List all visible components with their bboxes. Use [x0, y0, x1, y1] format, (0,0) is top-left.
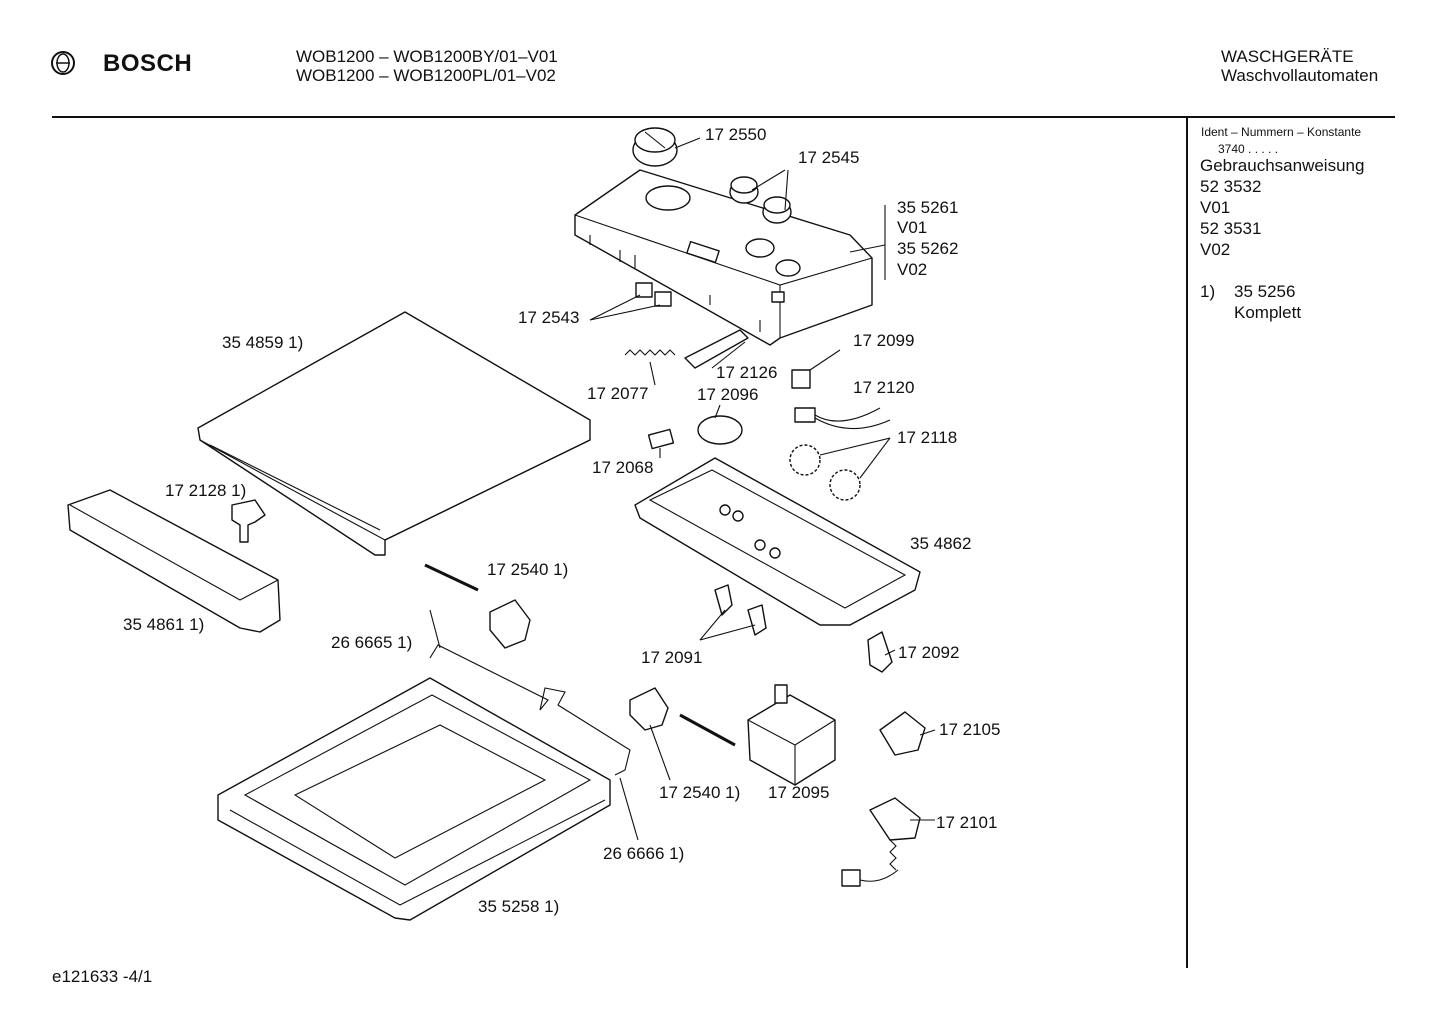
part-label: 35 5262: [897, 239, 959, 258]
footnote-marker: 1): [1200, 282, 1216, 301]
part-label: 26 6665 1): [331, 633, 413, 652]
brand-name: BOSCH: [103, 50, 193, 77]
part-label: 35 4861 1): [123, 615, 205, 634]
thermostat-part: [841, 797, 921, 887]
part-label: 35 5261: [897, 198, 959, 217]
doc2-variant: V02: [1200, 240, 1231, 259]
switch-part: [867, 631, 893, 673]
part-label: 17 2092: [898, 643, 960, 662]
doc-label: Gebrauchsanweisung: [1200, 156, 1365, 175]
doc1-number: 52 3532: [1200, 177, 1262, 196]
front-trim-part: [67, 489, 281, 633]
model-line-2: WOB1200 – WOB1200PL/01–V02: [296, 66, 556, 85]
knob-small-icon: [729, 176, 792, 224]
category-line-1: WASCHGERÄTE: [1221, 47, 1354, 66]
part-label: 17 2543: [518, 308, 580, 327]
part-label: 35 4859 1): [222, 333, 304, 352]
control-panel-part: [574, 169, 873, 346]
part-label: 17 2095: [768, 783, 830, 802]
button-caps-icon: [635, 282, 672, 307]
carrier-part: [634, 457, 921, 626]
gear-icon: [789, 444, 821, 476]
pressure-switch-part: [879, 711, 926, 756]
rod-part: [429, 644, 631, 776]
part-label: 17 2126: [716, 363, 778, 382]
spring-part: [624, 349, 676, 356]
part-label: 17 2540 1): [487, 560, 569, 579]
part-label: 26 6666 1): [603, 844, 685, 863]
key-part: [231, 499, 266, 543]
switch-part: [714, 584, 733, 616]
part-label: 17 2099: [853, 331, 915, 350]
part-label: 35 4862: [910, 534, 972, 553]
part-label: 17 2105: [939, 720, 1001, 739]
part-label: 17 2096: [697, 385, 759, 404]
footnote-text: Komplett: [1234, 303, 1302, 322]
part-label: 17 2545: [798, 148, 860, 167]
part-label: V02: [897, 260, 928, 279]
short-rod-part: [679, 713, 736, 747]
selector-part: [697, 415, 743, 445]
short-rod-part: [424, 563, 479, 592]
ident-title: Ident – Nummern – Konstante: [1201, 125, 1362, 139]
top-lid-part: [197, 311, 591, 556]
part-label: 17 2550: [705, 125, 767, 144]
switch-part: [747, 604, 767, 636]
leader-lines: [429, 137, 936, 841]
part-label: 17 2077: [587, 384, 649, 403]
model-line-1: WOB1200 – WOB1200BY/01–V01: [296, 47, 558, 66]
part-label: 17 2091: [641, 648, 703, 667]
lever-part: [684, 329, 749, 369]
part-label: 17 2068: [592, 458, 654, 477]
category-line-2: Waschvollautomaten: [1221, 66, 1379, 85]
part-label: 17 2118: [897, 428, 958, 447]
part-label: 17 2540 1): [659, 783, 741, 802]
part-label: 17 2120: [853, 378, 915, 397]
ident-value: 3740 . . . . .: [1218, 142, 1279, 156]
drawing-id: e121633 -4/1: [52, 967, 153, 986]
switch-part: [791, 369, 811, 389]
doc2-number: 52 3531: [1200, 219, 1262, 238]
plate-part: [647, 428, 675, 450]
bosch-logo-icon: [51, 51, 75, 75]
wire-part: [794, 407, 891, 430]
gear-icon: [829, 469, 861, 501]
latch-part: [489, 599, 669, 731]
doc1-variant: V01: [1200, 198, 1231, 217]
footnote-number: 35 5256: [1234, 282, 1296, 301]
part-label: 35 5258 1): [478, 897, 560, 916]
timer-part: [747, 684, 836, 786]
knob-large-icon: [632, 127, 678, 167]
part-label: V01: [897, 218, 928, 237]
drawer-frame-part: [217, 677, 611, 921]
part-label: 17 2101: [936, 813, 998, 832]
part-label: 17 2128 1): [165, 481, 247, 500]
